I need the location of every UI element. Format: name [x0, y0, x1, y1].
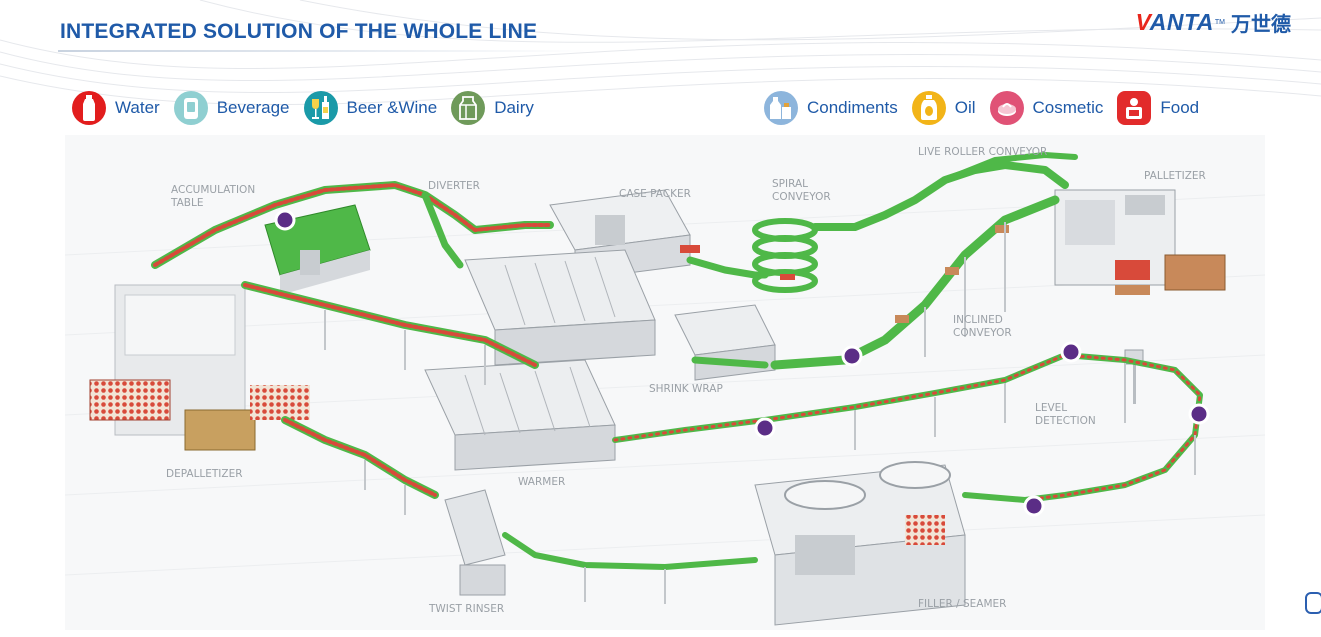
- category-cosmetic[interactable]: Cosmetic: [989, 91, 1104, 125]
- marker-filler: [1023, 495, 1045, 517]
- category-beer-wine[interactable]: Beer &Wine: [303, 91, 438, 125]
- marker-level-2: [1188, 403, 1210, 425]
- label-palletizer: PALLETIZER: [1144, 170, 1206, 182]
- label-live-roller-conveyor: LIVE ROLLER CONVEYOR: [918, 146, 1048, 158]
- title-underline: [58, 50, 588, 52]
- twist-rinser-machine: [444, 489, 506, 596]
- station-markers: [274, 209, 1210, 517]
- logo-latin-text: VANTA: [1135, 8, 1214, 35]
- condiments-icon: [764, 91, 798, 125]
- marker-accumulation: [274, 209, 296, 231]
- logo-trademark: TM: [1214, 18, 1225, 26]
- category-oil[interactable]: Oil: [911, 91, 976, 125]
- milk-carton-icon: [451, 91, 486, 125]
- category-label: Condiments: [807, 98, 898, 117]
- warmer-machine: [424, 359, 616, 471]
- category-dairy[interactable]: Dairy: [451, 91, 534, 125]
- beverage-can-icon: [173, 91, 208, 125]
- category-label: Beer &Wine: [346, 98, 438, 117]
- food-package-icon: [1117, 91, 1152, 125]
- production-line-illustration: [64, 135, 1266, 630]
- category-condiments[interactable]: Condiments: [764, 91, 898, 125]
- conveyor-supports: [324, 222, 1196, 604]
- label-shrink-wrap: SHRINK WRAP: [649, 383, 723, 395]
- palletizer-machine: [1054, 189, 1226, 295]
- category-label: Food: [1160, 98, 1200, 117]
- label-case-packer: CASE PACKER: [619, 188, 691, 200]
- category-label: Cosmetic: [1032, 98, 1104, 117]
- depalletizer-machine: [89, 284, 310, 451]
- category-label: Beverage: [216, 98, 290, 117]
- vanta-logo: VANTA TM 万世德: [1136, 8, 1291, 36]
- production-line-diagram: ACCUMULATION TABLE DIVERTER CASE PACKER …: [64, 135, 1266, 630]
- category-label: Water: [115, 98, 160, 117]
- category-food[interactable]: Food: [1117, 91, 1199, 125]
- category-label: Dairy: [494, 98, 534, 117]
- label-spiral-conveyor: SPIRAL CONVEYOR: [772, 178, 831, 203]
- category-water[interactable]: Water: [72, 91, 160, 125]
- filler-seamer-machine: [754, 461, 966, 626]
- label-twist-rinser: TWIST RINSER: [429, 603, 505, 615]
- cosmetic-icon: [989, 91, 1024, 125]
- category-beverage[interactable]: Beverage: [173, 91, 290, 125]
- logo-chinese-text: 万世德: [1231, 11, 1291, 36]
- label-depalletizer: DEPALLETIZER: [166, 468, 243, 480]
- marker-inclined: [841, 345, 863, 367]
- beer-wine-icon: [303, 91, 338, 125]
- category-label: Oil: [954, 98, 976, 117]
- label-level-detection: LEVEL DETECTION: [1035, 402, 1096, 427]
- water-bottle-icon: [72, 91, 106, 125]
- label-warmer: WARMER: [518, 476, 566, 488]
- label-accumulation-table: ACCUMULATION TABLE: [171, 184, 256, 209]
- category-list-right: Condiments Oil Cosmetic Food: [764, 90, 1213, 126]
- corner-widget-icon[interactable]: [1305, 592, 1321, 614]
- category-list-left: Water Beverage Beer &Wine Dairy: [72, 90, 548, 126]
- marker-level-1: [1060, 341, 1082, 363]
- case-packer-machine: [549, 189, 700, 281]
- label-inclined-conveyor: INCLINED CONVEYOR: [953, 314, 1012, 339]
- marker-shrink-wrap: [754, 417, 776, 439]
- oil-bottle-icon: [911, 91, 946, 125]
- label-filler-seamer: FILLER / SEAMER: [918, 598, 1007, 610]
- conveyor-network: [151, 152, 1203, 570]
- page-title: INTEGRATED SOLUTION OF THE WHOLE LINE: [60, 20, 538, 43]
- label-diverter: DIVERTER: [428, 180, 480, 192]
